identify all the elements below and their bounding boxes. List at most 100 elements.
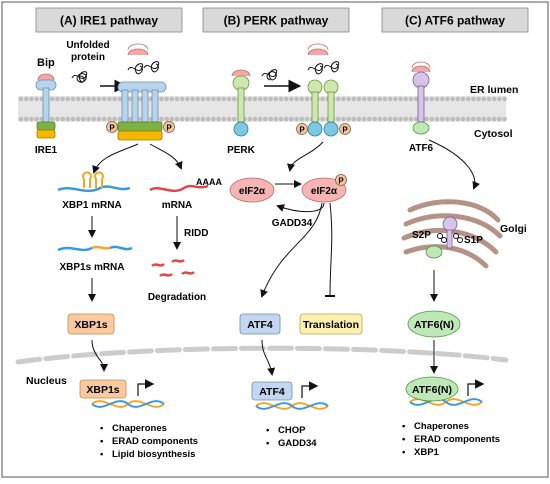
lipid-head: [216, 96, 221, 102]
lipid-head: [486, 116, 492, 122]
xbp1s-mrna-label: XBP1s mRNA: [59, 262, 124, 273]
lipid-head: [231, 96, 237, 102]
phospho-b-right: P: [339, 123, 351, 135]
ire1-label: IRE1: [35, 145, 58, 156]
xbp1-mrna-label: XBP1 mRNA: [62, 200, 121, 211]
lipid-head: [408, 96, 414, 102]
lipid-head: [502, 116, 507, 122]
svg-text:•: •: [402, 434, 406, 445]
lipid-head: [283, 116, 289, 122]
inhibit-translation: [324, 202, 336, 298]
degraded-mrna-fragments: [151, 258, 195, 278]
lipid-head: [159, 116, 164, 122]
arrow-atf6-to-golgi: [428, 139, 480, 190]
lipid-head: [335, 116, 341, 122]
lipid-head: [481, 96, 487, 102]
lipid-head: [252, 96, 258, 102]
lipid-head: [221, 96, 227, 102]
lipid-head: [413, 116, 419, 122]
lipid-head: [372, 116, 377, 122]
lipid-head: [372, 96, 377, 102]
header-b: (B) PERK pathway: [202, 7, 350, 33]
lipid-head: [278, 96, 284, 102]
lipid-head: [205, 116, 211, 122]
lipid-head: [476, 96, 481, 102]
lipid-head: [434, 96, 440, 102]
phospho-a-left: P: [106, 121, 118, 133]
dna-helix-b: [255, 402, 329, 410]
lipid-head: [283, 96, 289, 102]
svg-text:P: P: [109, 124, 115, 133]
lipid-head: [112, 96, 117, 102]
lipid-head: [257, 96, 263, 102]
lipid-head: [231, 116, 237, 122]
target-genes-a: •Chaperones •ERAD components •Lipid bios…: [100, 423, 198, 460]
arrow-xbp1s-nuclear: [91, 339, 108, 372]
lipid-head: [439, 96, 445, 102]
lipid-head: [65, 116, 71, 122]
lipid-head: [49, 96, 55, 102]
svg-text:•: •: [100, 449, 104, 460]
header-a-text: (A) IRE1 pathway: [60, 14, 158, 28]
lipid-head: [481, 116, 487, 122]
cytosol-label: Cytosol: [474, 128, 513, 140]
lipid-head: [387, 116, 393, 122]
svg-text:ERAD components: ERAD components: [112, 436, 198, 447]
lipid-head: [70, 116, 76, 122]
atf6-inactive-with-bip: [411, 61, 431, 135]
svg-text:ATF6(N): ATF6(N): [412, 384, 452, 396]
lipid-head: [221, 116, 227, 122]
lipid-head: [450, 116, 455, 122]
arrow-to-atf4: [260, 202, 323, 298]
lipid-head: [117, 116, 123, 122]
lipid-head: [299, 96, 305, 102]
svg-text:XBP1s: XBP1s: [86, 384, 119, 396]
unfolded-label-line1: Unfolded: [66, 40, 109, 51]
s2p-label: S2P: [412, 230, 431, 241]
lipid-head: [320, 116, 325, 122]
perk-label: PERK: [227, 145, 256, 156]
lipid-head: [257, 116, 263, 122]
lipid-head: [86, 96, 91, 102]
svg-text:P: P: [299, 126, 305, 135]
target-genes-b: •CHOP •GADD34: [266, 425, 317, 449]
svg-text:Chaperones: Chaperones: [112, 423, 167, 434]
arrow-to-xbp1: [92, 143, 139, 174]
lipid-head: [335, 96, 341, 102]
lipid-head: [429, 116, 435, 122]
perk-inactive-with-bip: [231, 69, 251, 137]
lipid-head: [216, 116, 221, 122]
target-genes-c: •Chaperones •ERAD components •XBP1: [402, 421, 500, 458]
atf6n-protein-oval: ATF6(N): [407, 310, 461, 338]
lipid-head: [476, 116, 481, 122]
dna-helix-a: [91, 400, 165, 408]
lipid-head: [65, 96, 71, 102]
lipid-head: [211, 96, 216, 102]
lipid-head: [185, 116, 190, 122]
svg-text:GADD34: GADD34: [278, 438, 317, 449]
lipid-head: [268, 116, 273, 122]
lipid-head: [195, 116, 201, 122]
lipid-head: [341, 96, 346, 102]
lipid-head: [96, 96, 102, 102]
lipid-head: [351, 116, 357, 122]
lipid-head: [497, 116, 502, 122]
lipid-head: [491, 116, 497, 122]
transcription-arrow-a: [137, 379, 155, 396]
lipid-head: [226, 116, 232, 122]
lipid-head: [164, 96, 169, 102]
lipid-head: [263, 96, 268, 102]
lipid-head: [445, 116, 450, 122]
eif2a-phosphorylated: eIF2α P: [301, 174, 347, 203]
lipid-head: [424, 96, 429, 102]
atf6-label: ATF6: [409, 143, 434, 154]
lipid-head: [101, 96, 107, 102]
svg-text:•: •: [402, 421, 406, 432]
lipid-head: [179, 96, 185, 102]
bip-chaperone: [37, 73, 55, 81]
degradation-label: Degradation: [148, 292, 206, 303]
lipid-head: [107, 116, 112, 122]
svg-text:P: P: [338, 177, 344, 186]
lipid-head: [23, 96, 29, 102]
